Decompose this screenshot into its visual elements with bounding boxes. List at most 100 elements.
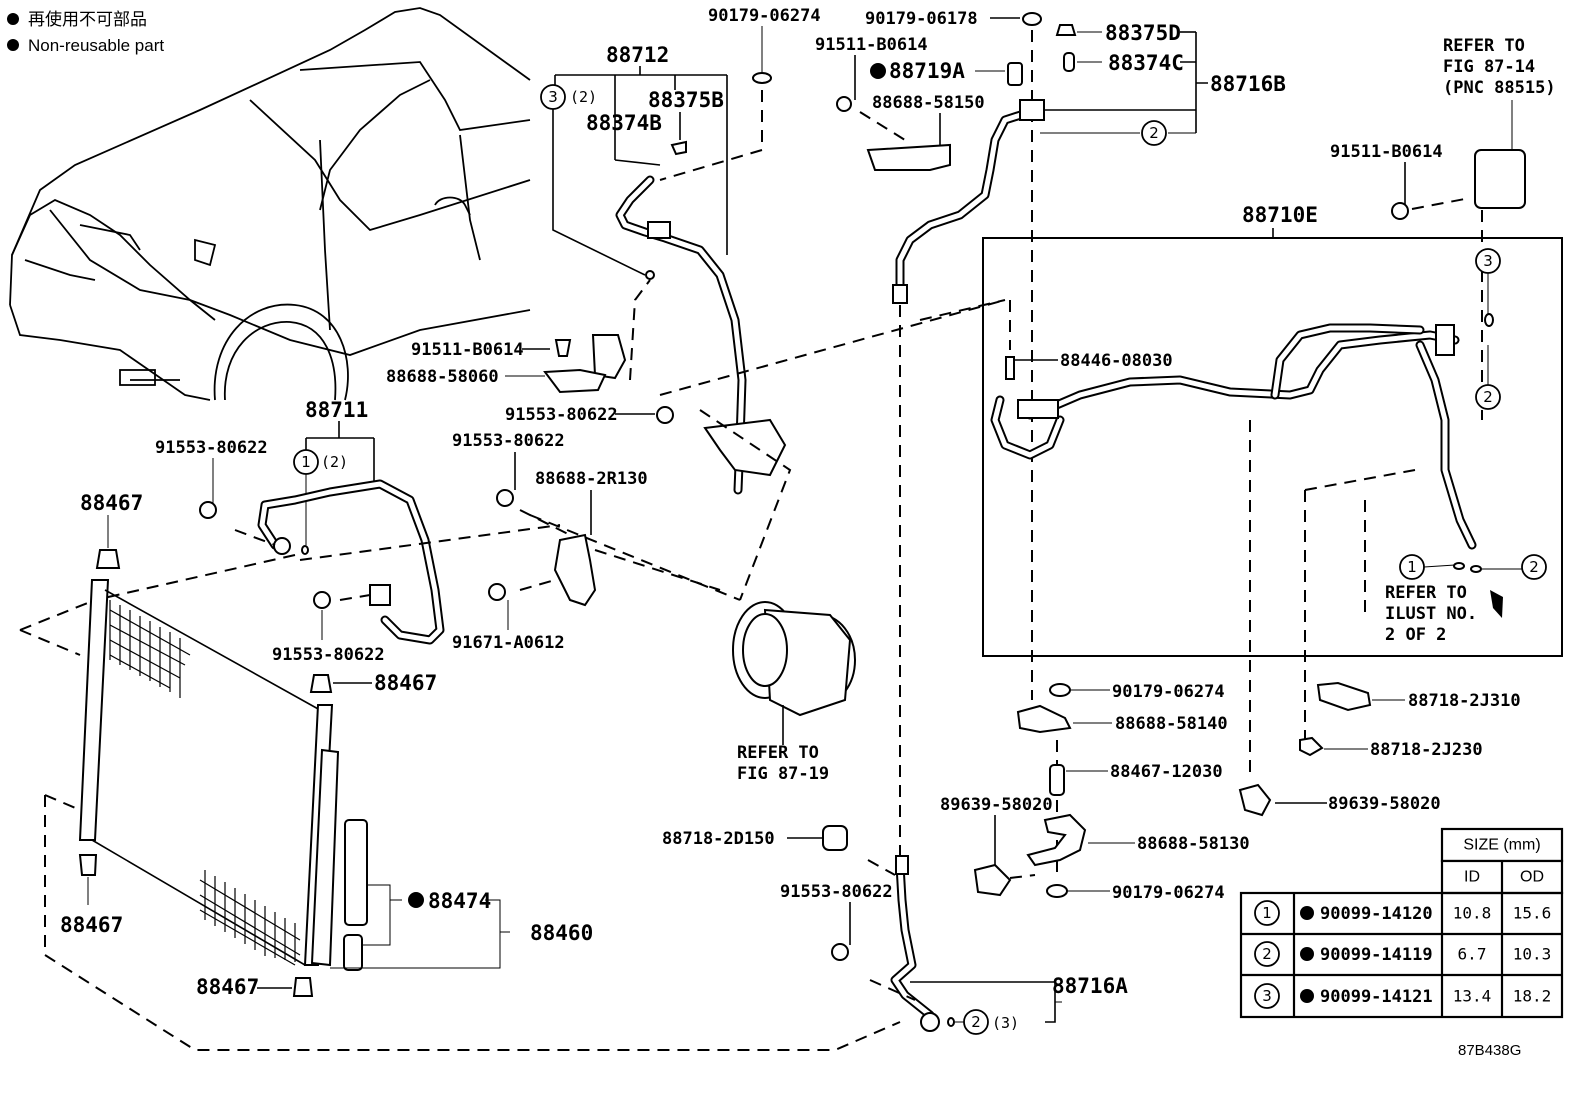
cap-icon <box>1055 24 1077 36</box>
table-row: 1 90099-14120 10.8 15.6 <box>1254 900 1552 926</box>
svg-text:1: 1 <box>301 453 311 471</box>
part-88467-b: 88467 <box>309 671 437 695</box>
bracket-icon <box>866 143 951 171</box>
non-reusable-dot-icon <box>7 13 19 25</box>
part-90179-06274-top: 90179-06274 <box>659 6 821 181</box>
svg-text:88688-58140: 88688-58140 <box>1115 714 1228 734</box>
callout-3-icon <box>1254 983 1280 1009</box>
svg-text:2: 2 <box>971 1013 981 1031</box>
service-port-icon <box>1019 99 1045 121</box>
svg-text:FIG 87-19: FIG 87-19 <box>737 764 829 784</box>
svg-text:88446-08030: 88446-08030 <box>1060 351 1173 371</box>
svg-text:1: 1 <box>1407 558 1417 576</box>
svg-text:88688-58150: 88688-58150 <box>872 93 985 113</box>
svg-text:3: 3 <box>1483 252 1493 270</box>
svg-text:90099-14121: 90099-14121 <box>1320 987 1433 1007</box>
svg-text:3: 3 <box>548 88 558 106</box>
svg-text:88467-12030: 88467-12030 <box>1110 762 1223 782</box>
bolt-icon <box>656 406 674 424</box>
svg-text:88688-2R130: 88688-2R130 <box>535 469 648 489</box>
nut-icon <box>1022 12 1042 26</box>
expansion-valve-icon <box>1474 149 1526 209</box>
part-label-88375D: 88375D <box>1105 21 1181 45</box>
valve-core-icon <box>1007 62 1023 86</box>
svg-text:(PNC 88515): (PNC 88515) <box>1443 78 1556 98</box>
svg-text:REFER TO: REFER TO <box>737 743 819 763</box>
nut-icon <box>1049 683 1071 697</box>
bolt-icon <box>1391 202 1409 220</box>
svg-text:91553-80622: 91553-80622 <box>155 438 268 458</box>
svg-text:2: 2 <box>1483 388 1493 406</box>
part-91553-80622-a: 91553-80622 <box>505 299 1006 425</box>
part-label-88460: 88460 <box>530 921 593 945</box>
bracket-icon <box>1016 704 1072 734</box>
svg-text:90179-06274: 90179-06274 <box>1112 682 1225 702</box>
svg-text:91511-B0614: 91511-B0614 <box>815 35 928 55</box>
part-88688-2R130: 88688-2R130 <box>535 469 721 607</box>
pipe-end-icon <box>895 855 909 875</box>
part-88711-group: 88711 1 (2) <box>257 398 445 645</box>
grommet-icon <box>95 549 121 569</box>
svg-text:FIG 87-14: FIG 87-14 <box>1443 57 1535 77</box>
table-header-size: SIZE (mm) <box>1463 837 1540 854</box>
svg-text:REFER TO: REFER TO <box>1385 583 1467 603</box>
grommet-icon <box>292 977 314 997</box>
part-88467-d: 88467 <box>196 975 314 999</box>
grommet-icon <box>309 674 333 693</box>
bolt-icon <box>496 489 514 507</box>
bracket-icon <box>1026 813 1087 867</box>
part-88467-12030: 88467-12030 <box>1049 762 1223 880</box>
svg-text:88718-2J230: 88718-2J230 <box>1370 740 1483 760</box>
svg-text:91553-80622: 91553-80622 <box>452 431 565 451</box>
svg-text:88688-58060: 88688-58060 <box>386 367 499 387</box>
svg-text:91511-B0614: 91511-B0614 <box>1330 142 1443 162</box>
bolt-icon <box>554 339 572 357</box>
callout-2-icon <box>1254 941 1280 967</box>
svg-text:2: 2 <box>1262 945 1272 963</box>
part-88716B-group: 88375D 88374C 88716B 2 <box>892 21 1286 304</box>
part-label-88710E: 88710E <box>1242 203 1318 227</box>
part-88712-group: 88712 3 (2) 88375B 88374B <box>540 43 787 495</box>
condenser-left-tank <box>78 579 110 841</box>
pipe-fitting-icon <box>369 584 391 606</box>
svg-text:2 OF 2: 2 OF 2 <box>1385 625 1446 645</box>
nut-icon <box>1046 884 1068 898</box>
condenser <box>19 554 901 1051</box>
part-90179-06274-mid: 90179-06274 <box>1049 682 1225 702</box>
part-88688-58140: 88688-58140 <box>1016 704 1228 765</box>
svg-text:91511-B0614: 91511-B0614 <box>411 340 524 360</box>
block-fitting-icon <box>1435 324 1455 356</box>
part-91553-80622-c: 91553-80622 <box>452 431 571 536</box>
part-88467-c: 88467 <box>60 854 123 937</box>
part-label-88711: 88711 <box>305 398 368 422</box>
callout-1-icon <box>1254 900 1280 926</box>
svg-text:15.6: 15.6 <box>1513 904 1552 923</box>
clamp-icon <box>1316 681 1372 712</box>
non-reusable-dot-icon <box>870 63 886 79</box>
part-91511-B0614-right: 91511-B0614 <box>1330 142 1483 420</box>
bolt-icon <box>836 96 852 112</box>
legend-english: Non-reusable part <box>28 36 164 55</box>
svg-text:90099-14120: 90099-14120 <box>1320 904 1433 924</box>
part-label-88375B: 88375B <box>648 88 724 112</box>
svg-text:(2): (2) <box>570 88 597 106</box>
non-reusable-dot-icon <box>1300 947 1314 961</box>
svg-text:13.4: 13.4 <box>1453 987 1492 1006</box>
svg-text:90179-06274: 90179-06274 <box>708 6 821 26</box>
table-header-od: OD <box>1520 869 1544 886</box>
illustration-code: 87B438G <box>1458 1042 1521 1059</box>
svg-text:91671-A0612: 91671-A0612 <box>452 633 565 653</box>
refer-ilust-2-of-2: REFER TO ILUST NO. 2 OF 2 <box>1385 583 1503 645</box>
svg-text:18.2: 18.2 <box>1513 987 1552 1006</box>
part-label-88716B: 88716B <box>1210 72 1286 96</box>
cushion-icon <box>591 334 627 380</box>
part-label-88719A: 88719A <box>889 59 965 83</box>
callout-2-icon <box>1521 554 1547 580</box>
svg-text:1: 1 <box>1262 904 1272 922</box>
clamp-icon <box>822 825 848 851</box>
part-88467-a: 88467 <box>80 491 143 569</box>
bolt-icon <box>488 583 506 601</box>
svg-text:88718-2D150: 88718-2D150 <box>662 829 775 849</box>
svg-text:2: 2 <box>1529 558 1539 576</box>
table-row: 2 90099-14119 6.7 10.3 <box>1254 941 1551 967</box>
